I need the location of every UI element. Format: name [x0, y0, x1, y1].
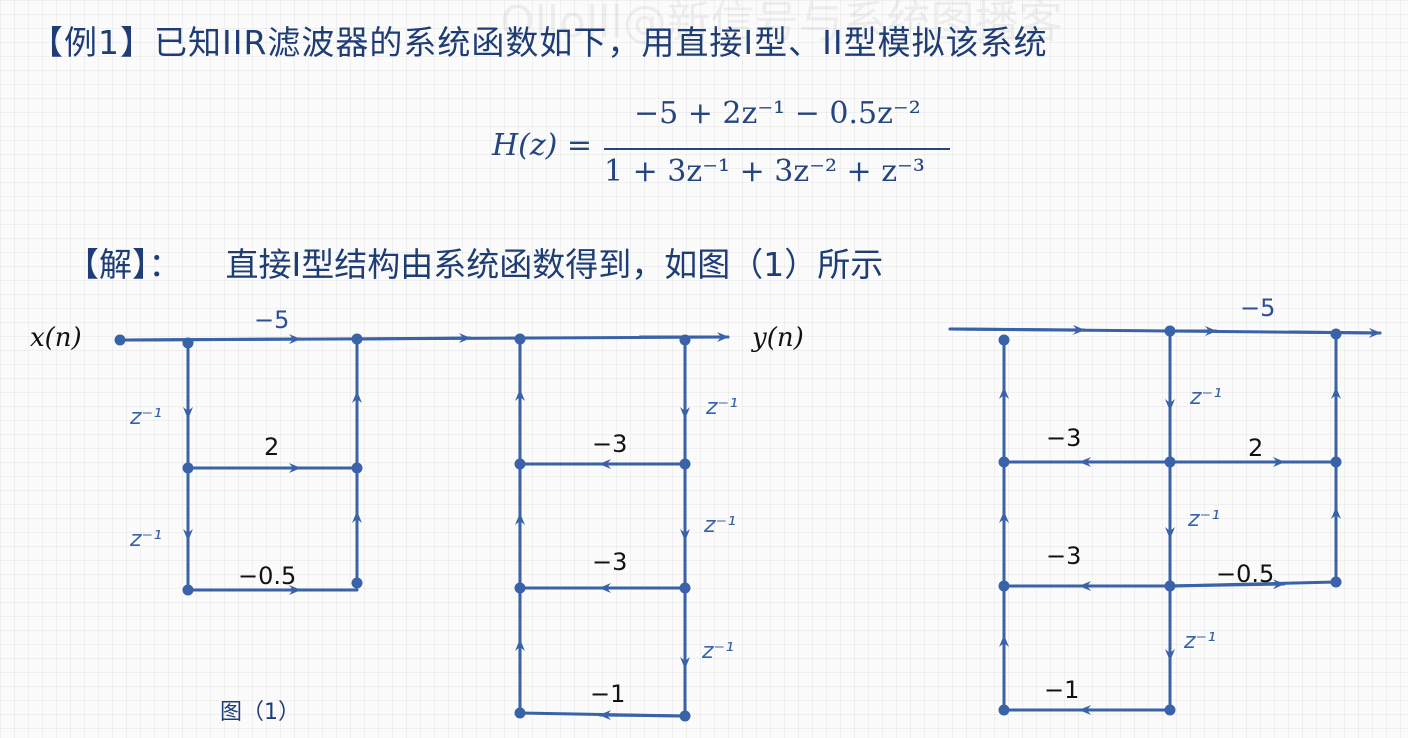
df2-arrow-b2 [1168, 579, 1286, 590]
formula-denominator: 1 + 3z⁻¹ + 3z⁻² + z⁻³ [604, 154, 925, 189]
arrow-mid [355, 333, 472, 344]
df2-nodes [998, 325, 1342, 716]
df2-coef-b0-label: −5 [1240, 294, 1275, 322]
coefficient-labels: −5 2 −0.5 −3 −3 −1 −5 −3 2 −3 −0.5 −1 [238, 294, 1275, 708]
delay-label: z⁻¹ [1187, 507, 1220, 532]
delay-label: z⁻¹ [129, 405, 162, 430]
arrow-b0 [118, 334, 302, 345]
delay-label: z⁻¹ [703, 513, 736, 538]
formula-numerator: −5 + 2z⁻¹ − 0.5z⁻² [634, 96, 921, 131]
df2-coef-a2-label: −3 [1046, 542, 1081, 570]
df2-coef-a3-label: −1 [1044, 676, 1079, 704]
df2-coef-a1-label: −3 [1046, 424, 1081, 452]
direct-form-2-diagram [948, 324, 1382, 716]
delay-label: z⁻¹ [129, 527, 162, 552]
coef-a3-label: −1 [590, 680, 625, 708]
input-label: x(n) [30, 323, 82, 353]
output-label: y(n) [751, 323, 804, 353]
coef-a1-label: −3 [592, 430, 627, 458]
solution-text: 直接I型结构由系统函数得到，如图（1）所示 [225, 245, 884, 284]
coef-a2-label: −3 [592, 548, 627, 576]
solution-line: 【解】： 直接I型结构由系统函数得到，如图（1）所示 [66, 238, 883, 286]
delay-labels: z⁻¹ z⁻¹ z⁻¹ z⁻¹ z⁻¹ z⁻¹ z⁻¹ z⁻¹ [129, 385, 1222, 664]
coef-b2-label: −0.5 [238, 562, 296, 590]
solution-label: 【解】： [66, 245, 182, 284]
io-labels: x(n) y(n) [30, 323, 804, 353]
df2-coef-b1-label: 2 [1248, 434, 1263, 462]
figure-caption: 图（1） [220, 700, 300, 725]
problem-title: 【例1】已知IIR滤波器的系统函数如下，用直接I型、II型模拟该系统 [30, 23, 1048, 62]
df2-coef-b2-label: −0.5 [1216, 560, 1274, 588]
direct-form-1-diagram [114, 332, 730, 722]
fraction-bar [604, 148, 950, 150]
delay-label: z⁻¹ [1189, 385, 1222, 410]
fb-arrow-a3 [598, 710, 687, 721]
delay-label: z⁻¹ [705, 395, 738, 420]
delay-label: z⁻¹ [1183, 629, 1216, 654]
df2-arrow-in [948, 324, 1086, 335]
delay-label: z⁻¹ [701, 639, 734, 664]
df1-nodes [114, 333, 691, 722]
formula-lhs: H(z) = [492, 128, 593, 163]
coef-b1-label: 2 [264, 433, 279, 461]
coef-b0-label: −5 [254, 306, 289, 334]
